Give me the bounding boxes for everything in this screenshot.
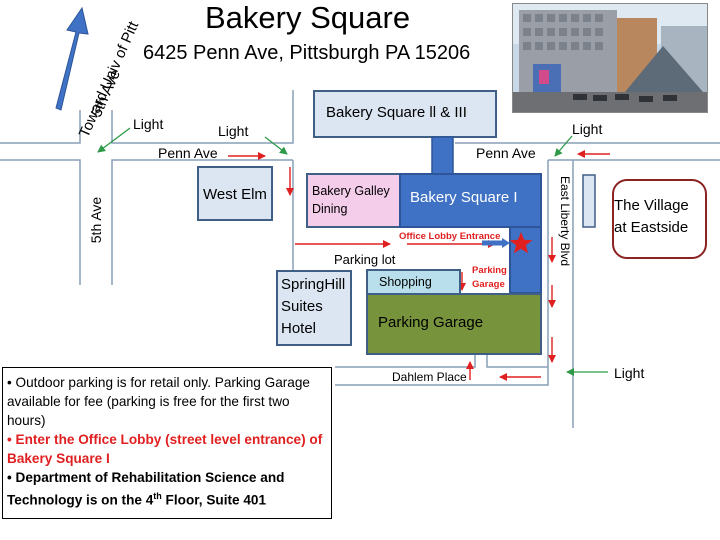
note-department-post: Floor, Suite 401 (161, 492, 267, 508)
light-label-east-liberty: Light (614, 365, 645, 381)
bakery-square-2-3-label: Bakery Square ll & III (326, 104, 467, 121)
west-elm-label: West Elm (203, 186, 267, 203)
bakery-square-2-3-building (313, 90, 497, 138)
light-arrows (97, 127, 608, 376)
parking-garage-building (366, 293, 542, 355)
penn-ave-label-east: Penn Ave (476, 145, 536, 161)
traffic-arrows (228, 150, 610, 381)
bakery-galley-label-2: Dining (312, 202, 348, 216)
fifth-ave-label-side: 5th Ave (88, 196, 104, 244)
shopping-label: Shopping (379, 275, 432, 289)
note-department: • Department of Rehabilitation Science a… (7, 468, 327, 510)
bakery-square-photo (512, 3, 708, 113)
note-department-sup: th (153, 491, 162, 501)
bakery-square-1-label: Bakery Square I (410, 189, 518, 206)
toward-pitt-arrow (55, 6, 89, 111)
directions-note-box: • Outdoor parking is for retail only. Pa… (2, 367, 332, 519)
address: 6425 Penn Ave, Pittsburgh PA 15206 (143, 42, 471, 64)
parking-garage-entrance-label-2: Garage (472, 279, 505, 290)
springhill-label-3: Hotel (281, 320, 317, 337)
springhill-label-1: SpringHill (281, 276, 346, 293)
light-label-penn-east: Light (572, 121, 603, 137)
east-liberty-kiosk (582, 174, 596, 228)
bakery-square-1-wing (509, 226, 542, 294)
bakery-square-1-building (399, 173, 542, 228)
parking-garage-label: Parking Garage (378, 314, 484, 331)
dahlem-place-road (335, 355, 549, 386)
light-label-5th: Light (133, 116, 164, 132)
the-village-building (612, 179, 707, 259)
skybridge (431, 136, 454, 175)
east-liberty-blvd-road (547, 160, 574, 428)
springhill-label-2: Suites (281, 298, 323, 315)
west-elm-building (197, 166, 273, 221)
village-label-1: The Village (614, 197, 689, 214)
village-label-2: at Eastside (614, 219, 689, 236)
east-liberty-blvd-label: East Liberty Blvd (558, 175, 572, 267)
light-arrow-penn-east (554, 135, 573, 157)
springhill-building (276, 270, 352, 346)
parking-lot-label: Parking lot (334, 252, 396, 267)
light-arrow-5th (97, 127, 131, 153)
office-lobby-entrance-label: Office Lobby Entrance (399, 231, 501, 242)
dahlem-place-label: Dahlem Place (392, 370, 467, 384)
office-lobby-star (509, 232, 533, 254)
note-office-lobby: • Enter the Office Lobby (street level e… (7, 432, 323, 466)
parking-garage-entrance-label-1: Parking (472, 265, 507, 276)
light-label-penn-west: Light (218, 123, 249, 139)
bakery-galley-label-1: Bakery Galley (312, 184, 390, 198)
shopping-building (366, 269, 461, 295)
bakery-galley-building (306, 173, 401, 228)
penn-ave-road (0, 90, 720, 345)
page-title: Bakery Square (205, 0, 411, 35)
note-department-pre: • Department of Rehabilitation Science a… (7, 470, 285, 508)
note-parking: • Outdoor parking is for retail only. Pa… (7, 375, 310, 428)
penn-ave-label-west: Penn Ave (158, 145, 218, 161)
lobby-entrance-arrowhead (502, 238, 510, 248)
light-arrow-penn-west (264, 136, 288, 155)
